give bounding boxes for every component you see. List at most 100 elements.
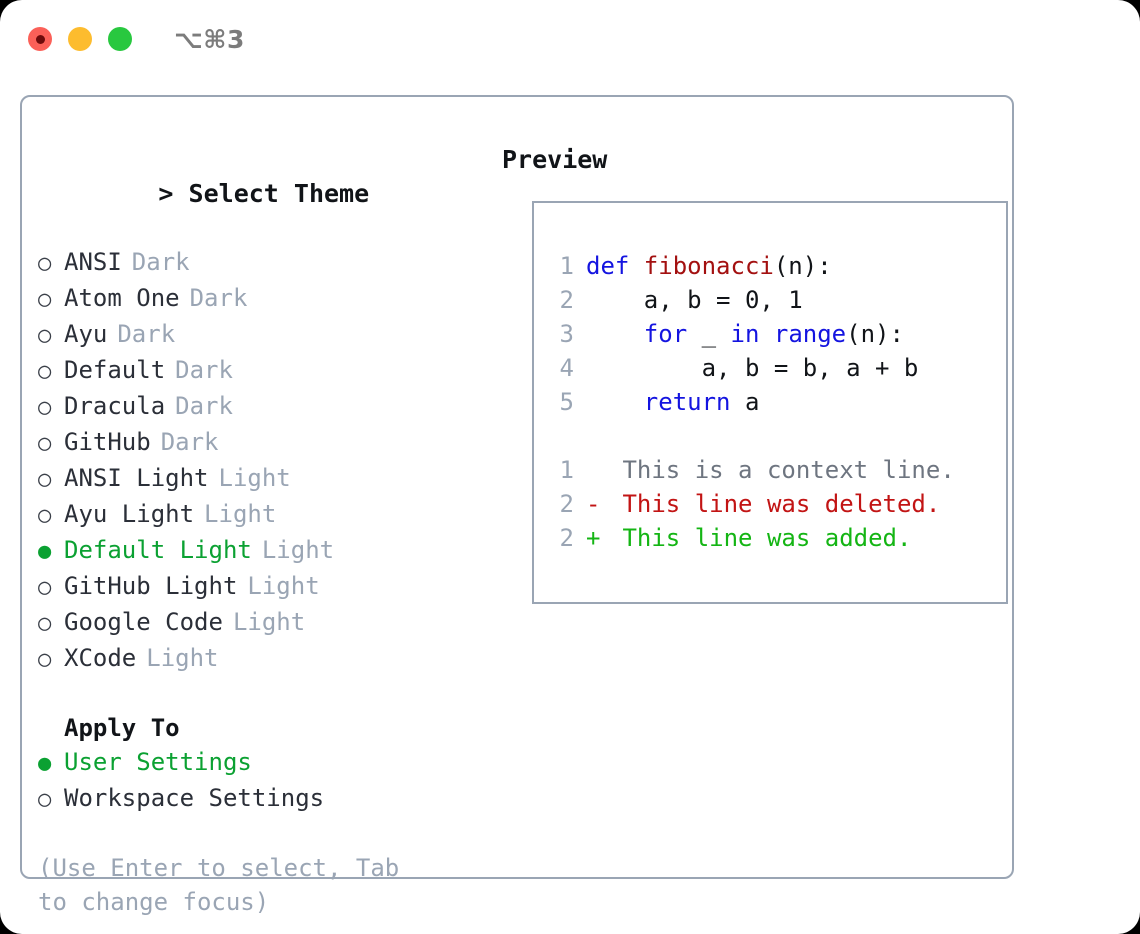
diff-line-ctx: 1 This is a context line.	[546, 453, 998, 487]
theme-variant-badge: Light	[261, 536, 335, 564]
prompt-caret-icon: >	[158, 179, 174, 208]
code-token-plain: a, b = b, a + b	[586, 354, 919, 382]
close-window-icon[interactable]	[28, 27, 52, 51]
diff-line-text: This is a context line.	[608, 456, 955, 484]
theme-option-xcode[interactable]: ○ XCode Light	[38, 641, 490, 677]
code-token-plain	[586, 388, 644, 416]
code-token-kw: for	[643, 320, 688, 348]
diff-line-text: This line was deleted.	[608, 490, 941, 518]
apply-to-option-user-settings[interactable]: ● User Settings	[38, 745, 490, 781]
code-line-number: 2	[559, 286, 574, 314]
theme-variant-badge: Light	[218, 464, 291, 492]
diff-sample-block: 1 This is a context line.2- This line wa…	[546, 453, 998, 555]
theme-variant-badge: Dark	[160, 428, 219, 456]
radio-selected-icon: ●	[38, 751, 52, 776]
theme-option-ansi[interactable]: ○ ANSI Dark	[38, 245, 490, 281]
code-token-kw: range	[773, 320, 847, 348]
apply-to-option-label: User Settings	[64, 748, 252, 776]
radio-selected-icon: ●	[38, 539, 52, 564]
code-line-number: 3	[559, 320, 574, 348]
select-theme-heading: > Select Theme	[38, 143, 490, 245]
diff-line-text: This line was added.	[608, 524, 912, 552]
theme-variant-badge: Dark	[131, 248, 190, 276]
select-theme-heading-label: Select Theme	[188, 179, 370, 208]
code-token-plain: a, b = 0, 1	[586, 286, 803, 314]
code-line-text: return a	[586, 385, 760, 419]
diff-line-del: 2- This line was deleted.	[546, 487, 998, 521]
radio-unselected-icon: ○	[38, 647, 52, 672]
code-line-text: a, b = 0, 1	[586, 283, 803, 317]
theme-variant-badge: Dark	[189, 284, 248, 312]
help-hint-text: (Use Enter to select, Tab to change focu…	[38, 854, 414, 916]
radio-unselected-icon: ○	[38, 503, 52, 528]
theme-option-label: Default Light	[64, 536, 252, 564]
theme-option-github-light[interactable]: ○ GitHub Light Light	[38, 569, 490, 605]
diff-sign	[586, 453, 608, 487]
theme-variant-badge: Light	[146, 644, 219, 672]
code-token-kw: def	[586, 252, 644, 280]
code-token-plain	[759, 320, 773, 348]
diff-sign: +	[586, 524, 601, 552]
radio-unselected-icon: ○	[38, 575, 52, 600]
diff-line-number: 2	[559, 490, 574, 518]
theme-variant-badge: Light	[232, 608, 306, 636]
code-token-plain: _	[687, 320, 731, 348]
code-line: 4 a, b = b, a + b	[546, 351, 998, 385]
theme-option-label: GitHub Light	[64, 572, 238, 600]
theme-option-default-light[interactable]: ● Default Light Light	[38, 533, 490, 569]
code-line: 2 a, b = 0, 1	[546, 283, 998, 317]
list-spacer	[38, 677, 490, 711]
radio-unselected-icon: ○	[38, 787, 52, 812]
code-line-text: a, b = b, a + b	[586, 351, 919, 385]
radio-unselected-icon: ○	[38, 359, 52, 384]
theme-option-google-code[interactable]: ○ Google Code Light	[38, 605, 490, 641]
theme-variant-badge: Light	[247, 572, 320, 600]
theme-option-label: Atom One	[64, 284, 180, 312]
code-line-number: 4	[559, 354, 574, 382]
apply-to-option-workspace-settings[interactable]: ○Workspace Settings	[38, 781, 490, 817]
apply-to-option-list[interactable]: ● User Settings ○Workspace Settings	[38, 745, 490, 817]
radio-unselected-icon: ○	[38, 611, 52, 636]
code-line-number: 5	[559, 388, 574, 416]
theme-variant-badge: Dark	[175, 392, 233, 420]
code-token-plain	[586, 320, 644, 348]
radio-unselected-icon: ○	[38, 395, 52, 420]
theme-variant-badge: Dark	[117, 320, 176, 348]
code-line: 5 return a	[546, 385, 998, 419]
radio-unselected-icon: ○	[38, 467, 52, 492]
theme-option-ansi-light[interactable]: ○ ANSI Light Light	[38, 461, 490, 497]
code-token-kw: return	[643, 388, 731, 416]
code-token-fn: fibonacci	[643, 252, 774, 280]
theme-variant-badge: Light	[204, 500, 277, 528]
radio-unselected-icon: ○	[38, 251, 52, 276]
code-line: 3 for _ in range(n):	[546, 317, 998, 351]
code-line: 1 def fibonacci(n):	[546, 249, 998, 283]
theme-option-label: XCode	[64, 644, 137, 672]
theme-option-label: ANSI Light	[64, 464, 209, 492]
minimize-window-icon[interactable]	[68, 27, 92, 51]
code-line-number: 1	[559, 252, 574, 280]
theme-option-label: Google Code	[64, 608, 223, 636]
code-token-plain: (n):	[846, 320, 904, 348]
radio-unselected-icon: ○	[38, 431, 52, 456]
code-token-plain: a	[730, 388, 760, 416]
diff-line-number: 2	[559, 524, 574, 552]
code-token-kw: in	[730, 320, 760, 348]
maximize-window-icon[interactable]	[108, 27, 132, 51]
theme-option-label: ANSI	[64, 248, 122, 276]
code-token-plain: (n):	[773, 252, 832, 280]
theme-option-label: Ayu	[64, 320, 108, 348]
